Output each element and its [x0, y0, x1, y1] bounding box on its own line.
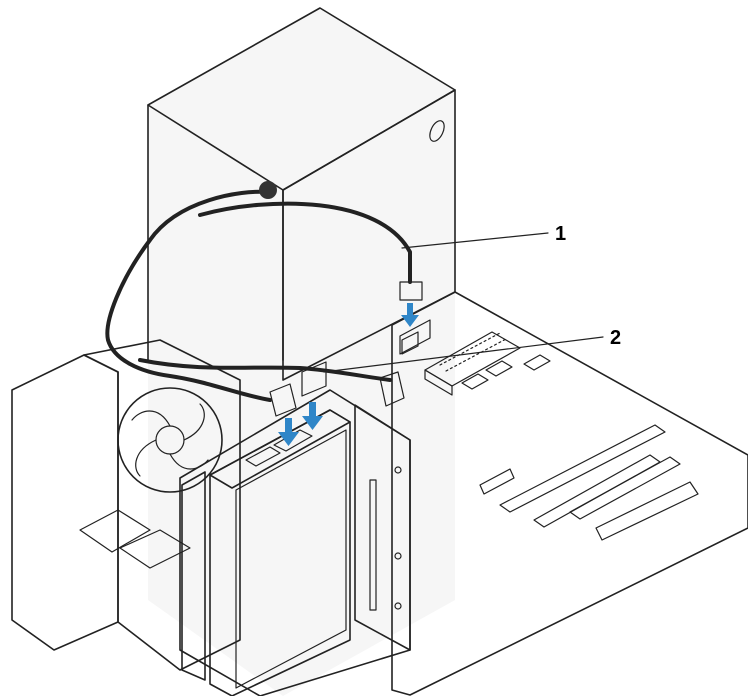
arrow-down-icon [278, 418, 299, 446]
chassis-hole [429, 120, 445, 142]
fan-housing [11, 339, 241, 671]
callout-leaders [323, 232, 604, 373]
cable-connector-top [399, 281, 423, 301]
drive-bracket [179, 389, 411, 696]
arrow-down-icon [302, 402, 323, 430]
fan-icon [117, 387, 223, 493]
callout-leader-1 [401, 232, 549, 249]
callout-label-2: 2 [610, 327, 621, 349]
insertion-arrows [278, 303, 419, 446]
motherboard-connector [399, 319, 431, 355]
computer-chassis [147, 7, 456, 696]
power-connector [301, 361, 327, 397]
drive-connector [269, 383, 297, 417]
cables [105, 181, 423, 417]
arrow-down-icon [401, 303, 419, 327]
callout-label-1: 1 [555, 223, 566, 245]
expansion-slots [479, 424, 699, 541]
motherboard [391, 291, 748, 696]
callout-leader-2 [323, 336, 604, 373]
cable-grommet [259, 181, 277, 199]
